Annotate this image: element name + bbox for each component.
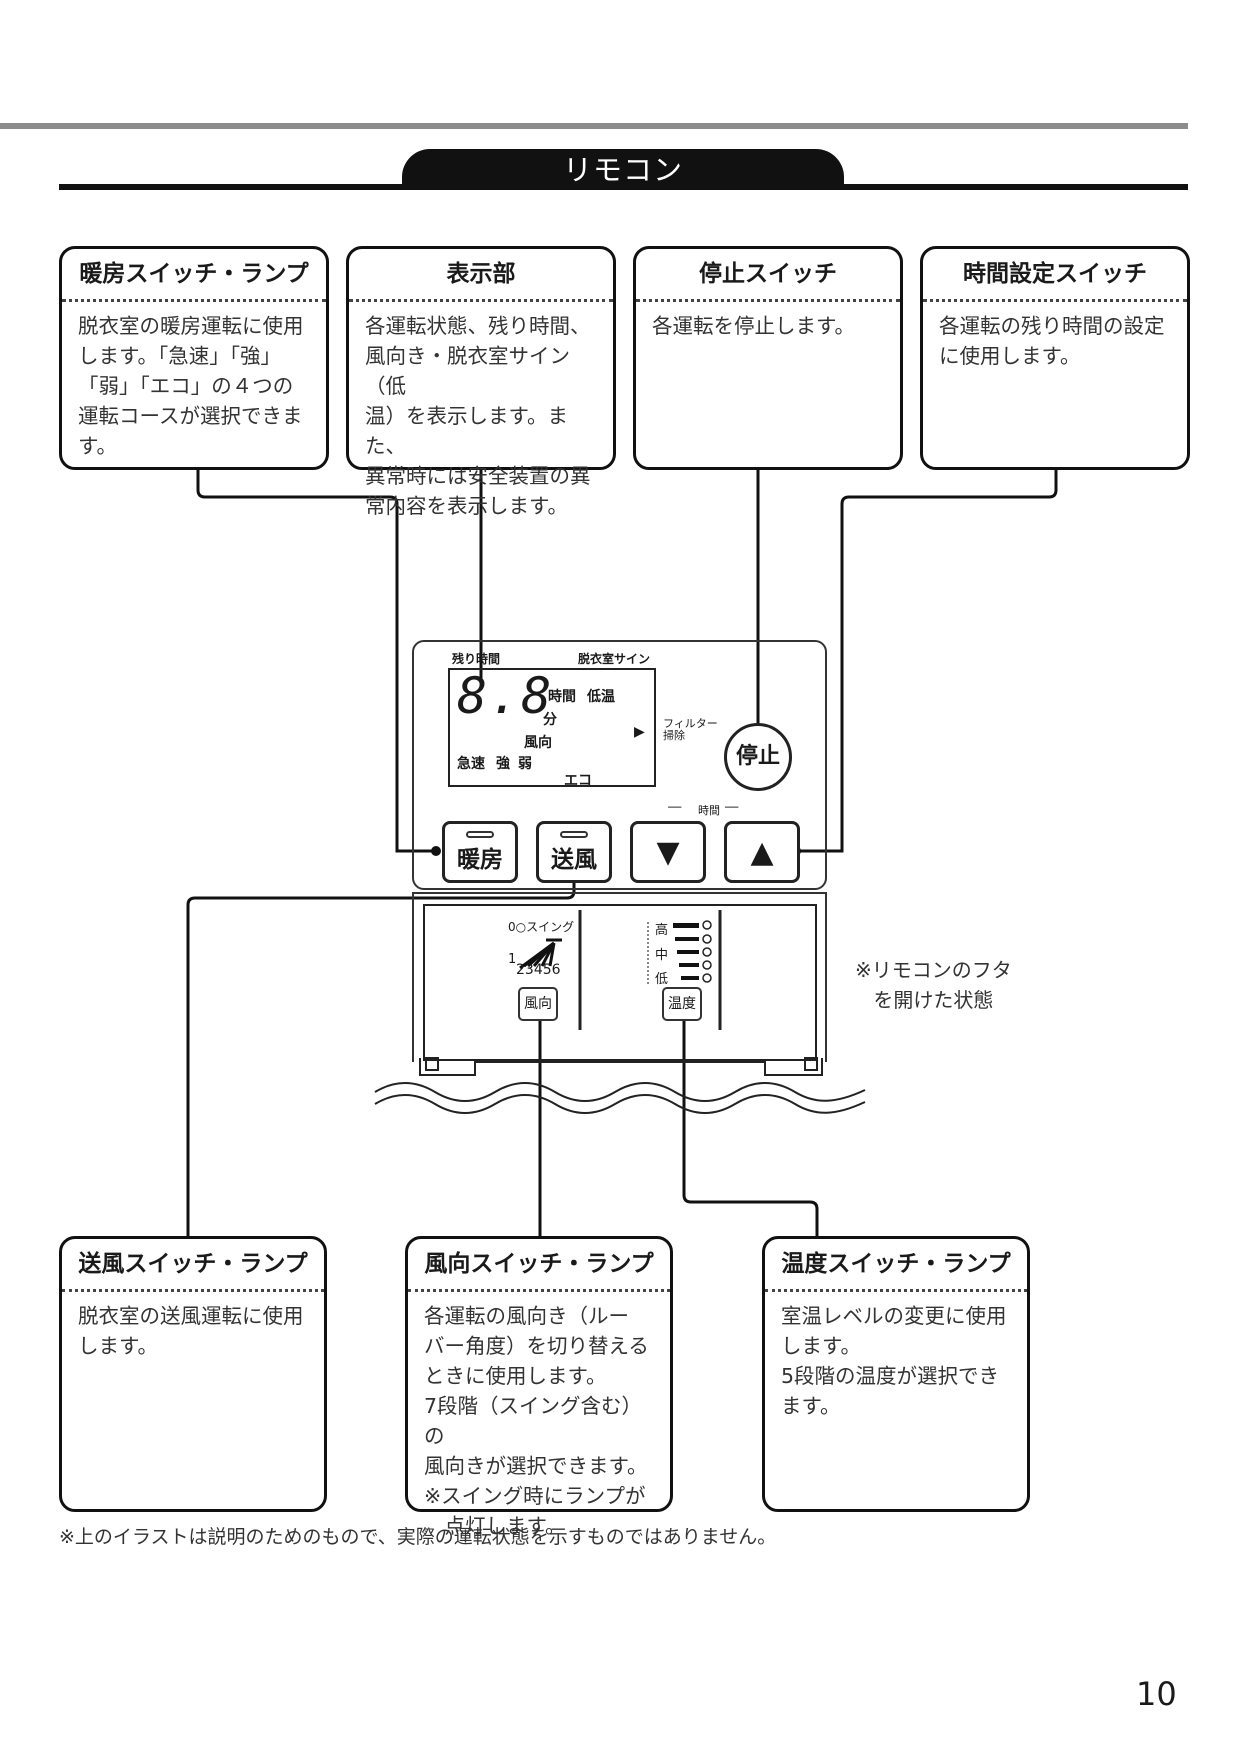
callout-stop: 停止スイッチ 各運転を停止します。: [633, 246, 903, 470]
temp-button[interactable]: 温度: [662, 987, 702, 1021]
angle-label-1: 1: [508, 952, 517, 967]
time-group-label: 時間: [698, 804, 720, 817]
callout-fan: 送風スイッチ・ランプ 脱衣室の送風運転に使用 します。: [59, 1236, 327, 1512]
callout-body: 各運転状態、残り時間、 風向き・脱衣室サイン（低 温）を表示します。また、 異常…: [365, 314, 591, 518]
heat-button[interactable]: 暖房: [442, 821, 518, 883]
callout-body: 脱衣室の暖房運転に使用 します。「急速」「強」 「弱」「エコ」の４つの 運転コー…: [78, 314, 304, 458]
page-number: 10: [1136, 1675, 1177, 1713]
top-rule: [0, 123, 1188, 129]
time-down-button[interactable]: ▼: [630, 821, 706, 883]
connector-timer: [796, 468, 1058, 853]
callout-timer: 時間設定スイッチ 各運転の残り時間の設定 に使用します。: [920, 246, 1190, 470]
hinge-clip: [425, 1057, 439, 1071]
connector-heating: [196, 468, 436, 853]
callout-direction: 風向スイッチ・ランプ 各運転の風向き（ルー バー角度）を切り替える ときに使用し…: [405, 1236, 673, 1538]
section-title: リモコン: [402, 149, 844, 190]
inner-tray: [423, 904, 817, 1061]
eco-label: エコ: [564, 773, 592, 789]
heat-lamp: [466, 831, 494, 838]
mode-rapid: 急速: [457, 756, 485, 772]
connector-dot: [431, 846, 441, 856]
callout-title: 停止スイッチ: [636, 249, 900, 302]
fan-button[interactable]: 送風: [536, 821, 612, 883]
up-arrow-icon: ▲: [750, 835, 774, 870]
callout-display: 表示部 各運転状態、残り時間、 風向き・脱衣室サイン（低 温）を表示します。また…: [346, 246, 616, 518]
footnote: ※上のイラストは説明のためのもので、実際の運転状態を示すものではありません。: [59, 1526, 777, 1548]
filter-clean-label: フィルター 掃除: [663, 717, 718, 742]
callout-title: 時間設定スイッチ: [923, 249, 1187, 302]
low-temp-label: 低温: [587, 689, 615, 705]
temp-level-high: 高: [655, 923, 669, 938]
hinge-clip: [804, 1057, 818, 1071]
callout-title: 風向スイッチ・ランプ: [408, 1239, 670, 1292]
time-group-bracket: ──: [668, 801, 682, 814]
callout-heating: 暖房スイッチ・ランプ 脱衣室の暖房運転に使用 します。「急速」「強」 「弱」「エ…: [59, 246, 329, 470]
connector-temp: [682, 1005, 819, 1238]
dressing-room-sign-label: 脱衣室サイン: [578, 652, 651, 666]
filter-arrow-icon: ▶: [634, 724, 645, 740]
hours-label: 時間: [548, 689, 576, 705]
direction-label: 風向: [524, 735, 552, 751]
wavy-cut: [374, 1094, 866, 1114]
callout-body: 各運転の風向き（ルー バー角度）を切り替える ときに使用します。 7段階（スイン…: [424, 1304, 649, 1538]
temp-level-mid: 中: [655, 948, 669, 963]
callout-body: 脱衣室の送風運転に使用 します。: [78, 1304, 304, 1358]
callout-title: 表示部: [349, 249, 613, 302]
callout-title: 温度スイッチ・ランプ: [765, 1239, 1027, 1292]
callout-body: 各運転の残り時間の設定 に使用します。: [939, 314, 1165, 368]
callout-title: 送風スイッチ・ランプ: [62, 1239, 324, 1292]
remote-control-panel: [412, 640, 827, 890]
lid-open-note: ※リモコンのフタ を開けた状態: [855, 958, 1012, 1012]
angle-label-rest: 23456: [516, 962, 561, 978]
callout-title: 暖房スイッチ・ランプ: [62, 249, 326, 302]
temp-level-bars: [673, 923, 699, 980]
callout-temp: 温度スイッチ・ランプ 室温レベルの変更に使用 します。 5段階の温度が選択でき …: [762, 1236, 1030, 1512]
stop-button[interactable]: 停止: [724, 723, 792, 791]
temp-level-lamps: [702, 920, 712, 983]
direction-button[interactable]: 風向: [518, 987, 558, 1021]
temp-level-low: 低: [655, 972, 669, 987]
time-group-bracket: ──: [725, 801, 739, 814]
lcd-display: [448, 668, 656, 787]
remote-lower-panel: [412, 892, 827, 1062]
down-arrow-icon: ▼: [656, 835, 680, 870]
heat-button-label: 暖房: [457, 847, 503, 873]
callout-body: 室温レベルの変更に使用 します。 5段階の温度が選択でき ます。: [781, 1304, 1007, 1418]
hinge: [419, 1058, 823, 1076]
wavy-cut: [374, 1082, 866, 1102]
swing-label: 0○スイング: [508, 920, 575, 934]
fan-lamp: [560, 831, 588, 838]
remaining-time-label: 残り時間: [452, 652, 501, 666]
mode-strong: 強: [496, 756, 510, 772]
minutes-label: 分: [543, 712, 557, 728]
mode-weak: 弱: [518, 756, 532, 772]
fan-button-label: 送風: [551, 847, 597, 873]
lcd-digits: 8.8: [457, 667, 554, 725]
time-up-button[interactable]: ▲: [724, 821, 800, 883]
louver-fan-icon: [519, 938, 562, 970]
callout-body: 各運転を停止します。: [652, 314, 855, 338]
